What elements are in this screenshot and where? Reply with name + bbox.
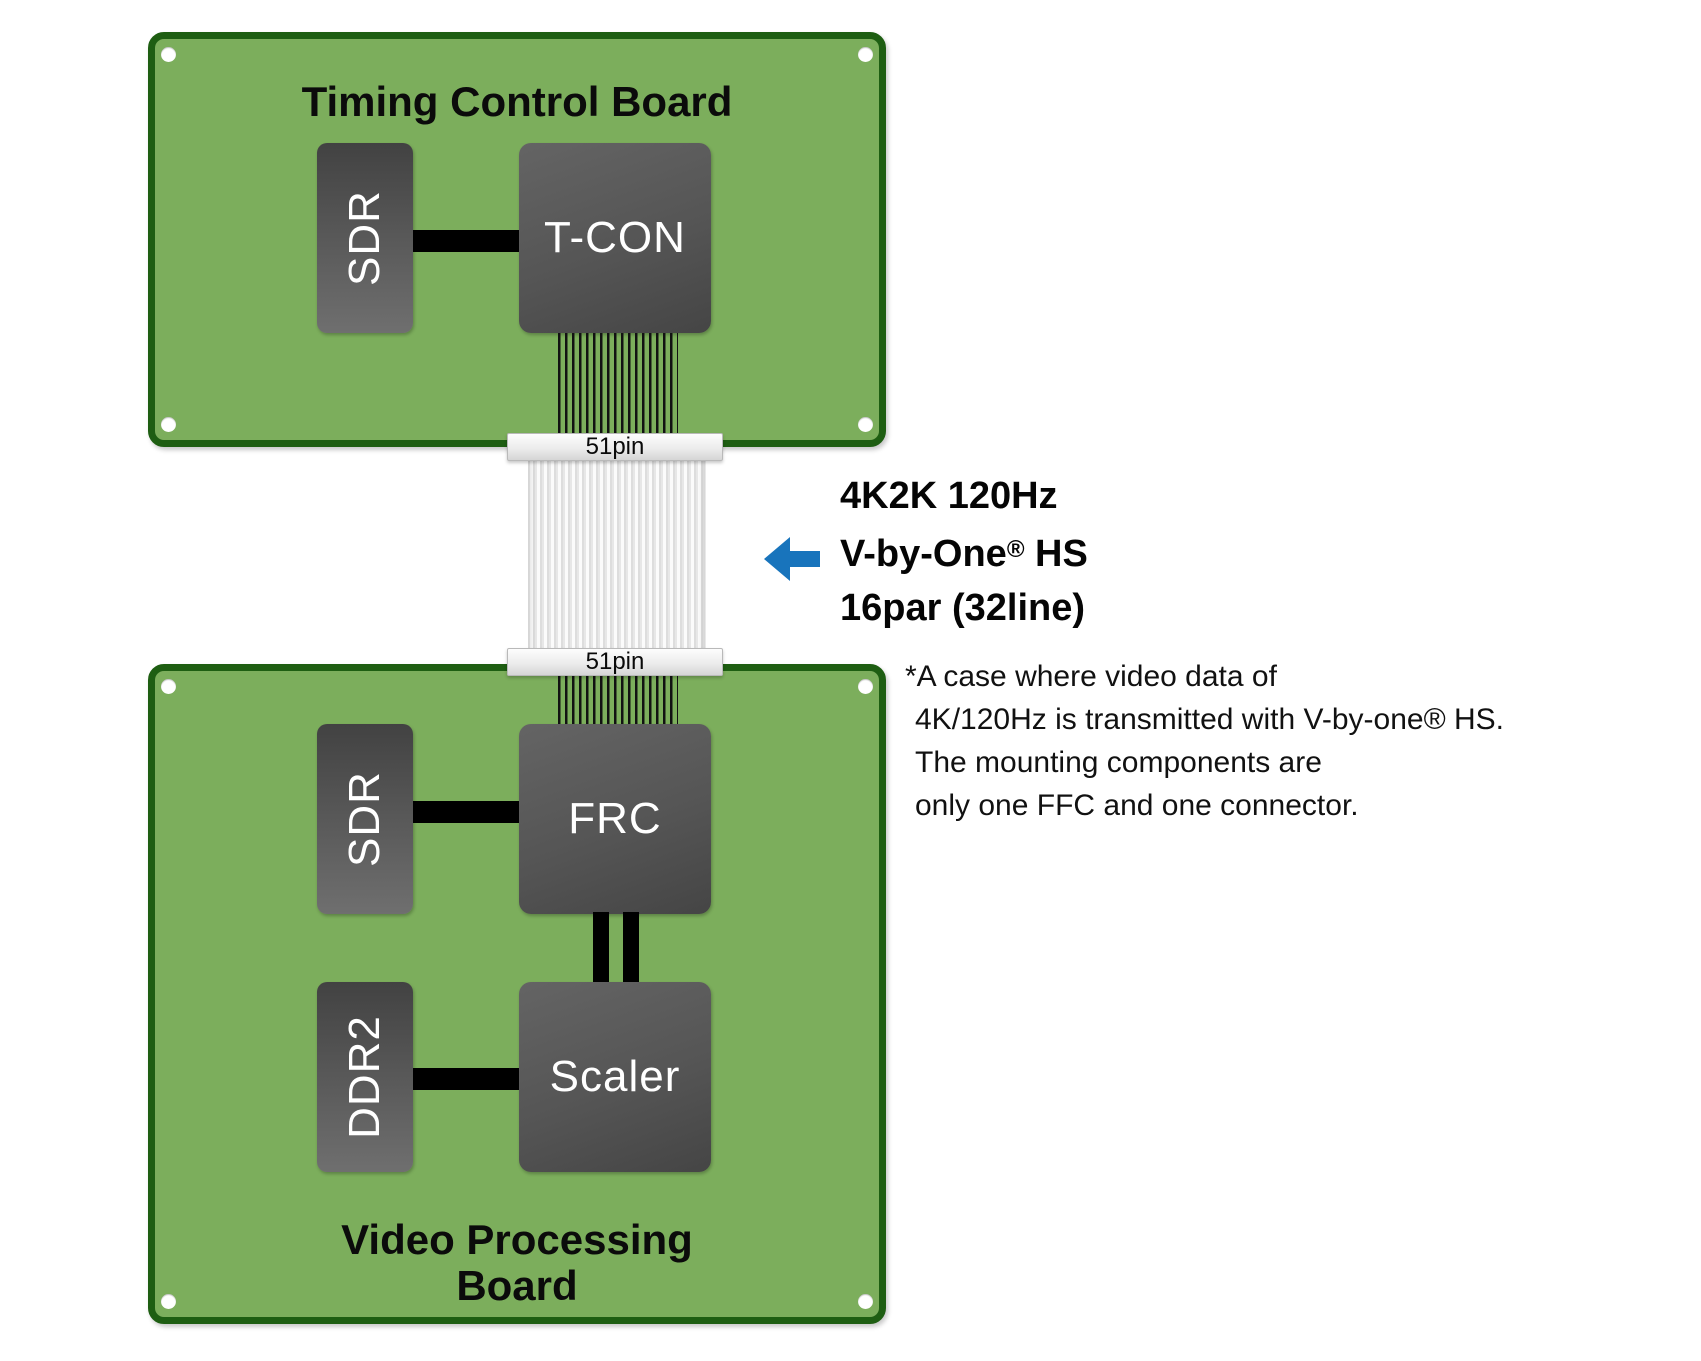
chip-tcon: T-CON (519, 143, 711, 333)
screw-hole-icon (858, 1294, 873, 1309)
timing-board-title: Timing Control Board (301, 78, 733, 125)
chip-frc-label: FRC (568, 794, 662, 843)
pin-fan-frc (558, 675, 678, 725)
screw-hole-icon (161, 679, 176, 694)
bus-sdr-tcon (413, 230, 519, 252)
footnote-line4: only one FFC and one connector. (915, 789, 1359, 822)
board-video-processing: Video Processing Board (148, 664, 886, 1324)
bus-ddr2-scaler (413, 1068, 519, 1090)
chip-frc: FRC (519, 724, 711, 914)
screw-hole-icon (858, 417, 873, 432)
ffc-ribbon-cable (528, 455, 706, 655)
screw-hole-icon (161, 417, 176, 432)
interface-callout: 4K2K 120Hz V-by-One® HS 16par (32line) (840, 469, 1088, 635)
screw-hole-icon (161, 1294, 176, 1309)
chip-sdr-bottom: SDR (317, 724, 413, 914)
callout-line2: V-by-One® HS (840, 533, 1088, 575)
footnote-line2: 4K/120Hz is transmitted with V-by-one® H… (915, 703, 1505, 736)
pin-fan-tcon (558, 333, 678, 434)
video-board-title-line1: Video Processing (341, 1216, 693, 1263)
bus-frc-scaler-1 (593, 912, 609, 984)
chip-sdr-top-label: SDR (340, 190, 389, 286)
footnote-line3: The mounting components are (915, 746, 1322, 779)
registered-trademark-icon: ® (1006, 536, 1025, 563)
video-board-title-line2: Board (456, 1262, 578, 1309)
chip-ddr2-label: DDR2 (340, 1015, 390, 1139)
footnote: *A case where video data of 4K/120Hz is … (905, 655, 1504, 827)
callout-line1: 4K2K 120Hz (840, 475, 1058, 517)
chip-tcon-label: T-CON (544, 213, 686, 262)
screw-hole-icon (161, 47, 176, 62)
chip-sdr-bottom-label: SDR (340, 771, 389, 867)
connector-51pin-top: 51pin (507, 433, 723, 461)
connector-51pin-top-label: 51pin (585, 433, 645, 460)
footnote-line1: *A case where video data of (905, 660, 1277, 693)
connector-51pin-bottom-label: 51pin (585, 648, 645, 675)
connector-51pin-bottom: 51pin (507, 648, 723, 676)
left-arrow-icon (764, 537, 820, 586)
screw-hole-icon (858, 679, 873, 694)
video-board-title: Video Processing Board (155, 1217, 879, 1309)
chip-ddr2: DDR2 (317, 982, 413, 1172)
callout-line3: 16par (32line) (840, 587, 1085, 629)
bus-sdr-frc (413, 801, 519, 823)
screw-hole-icon (858, 47, 873, 62)
chip-scaler: Scaler (519, 982, 711, 1172)
board-timing-control: Timing Control Board (148, 32, 886, 447)
chip-scaler-label: Scaler (549, 1052, 681, 1101)
bus-frc-scaler-2 (623, 912, 639, 984)
chip-sdr-top: SDR (317, 143, 413, 333)
